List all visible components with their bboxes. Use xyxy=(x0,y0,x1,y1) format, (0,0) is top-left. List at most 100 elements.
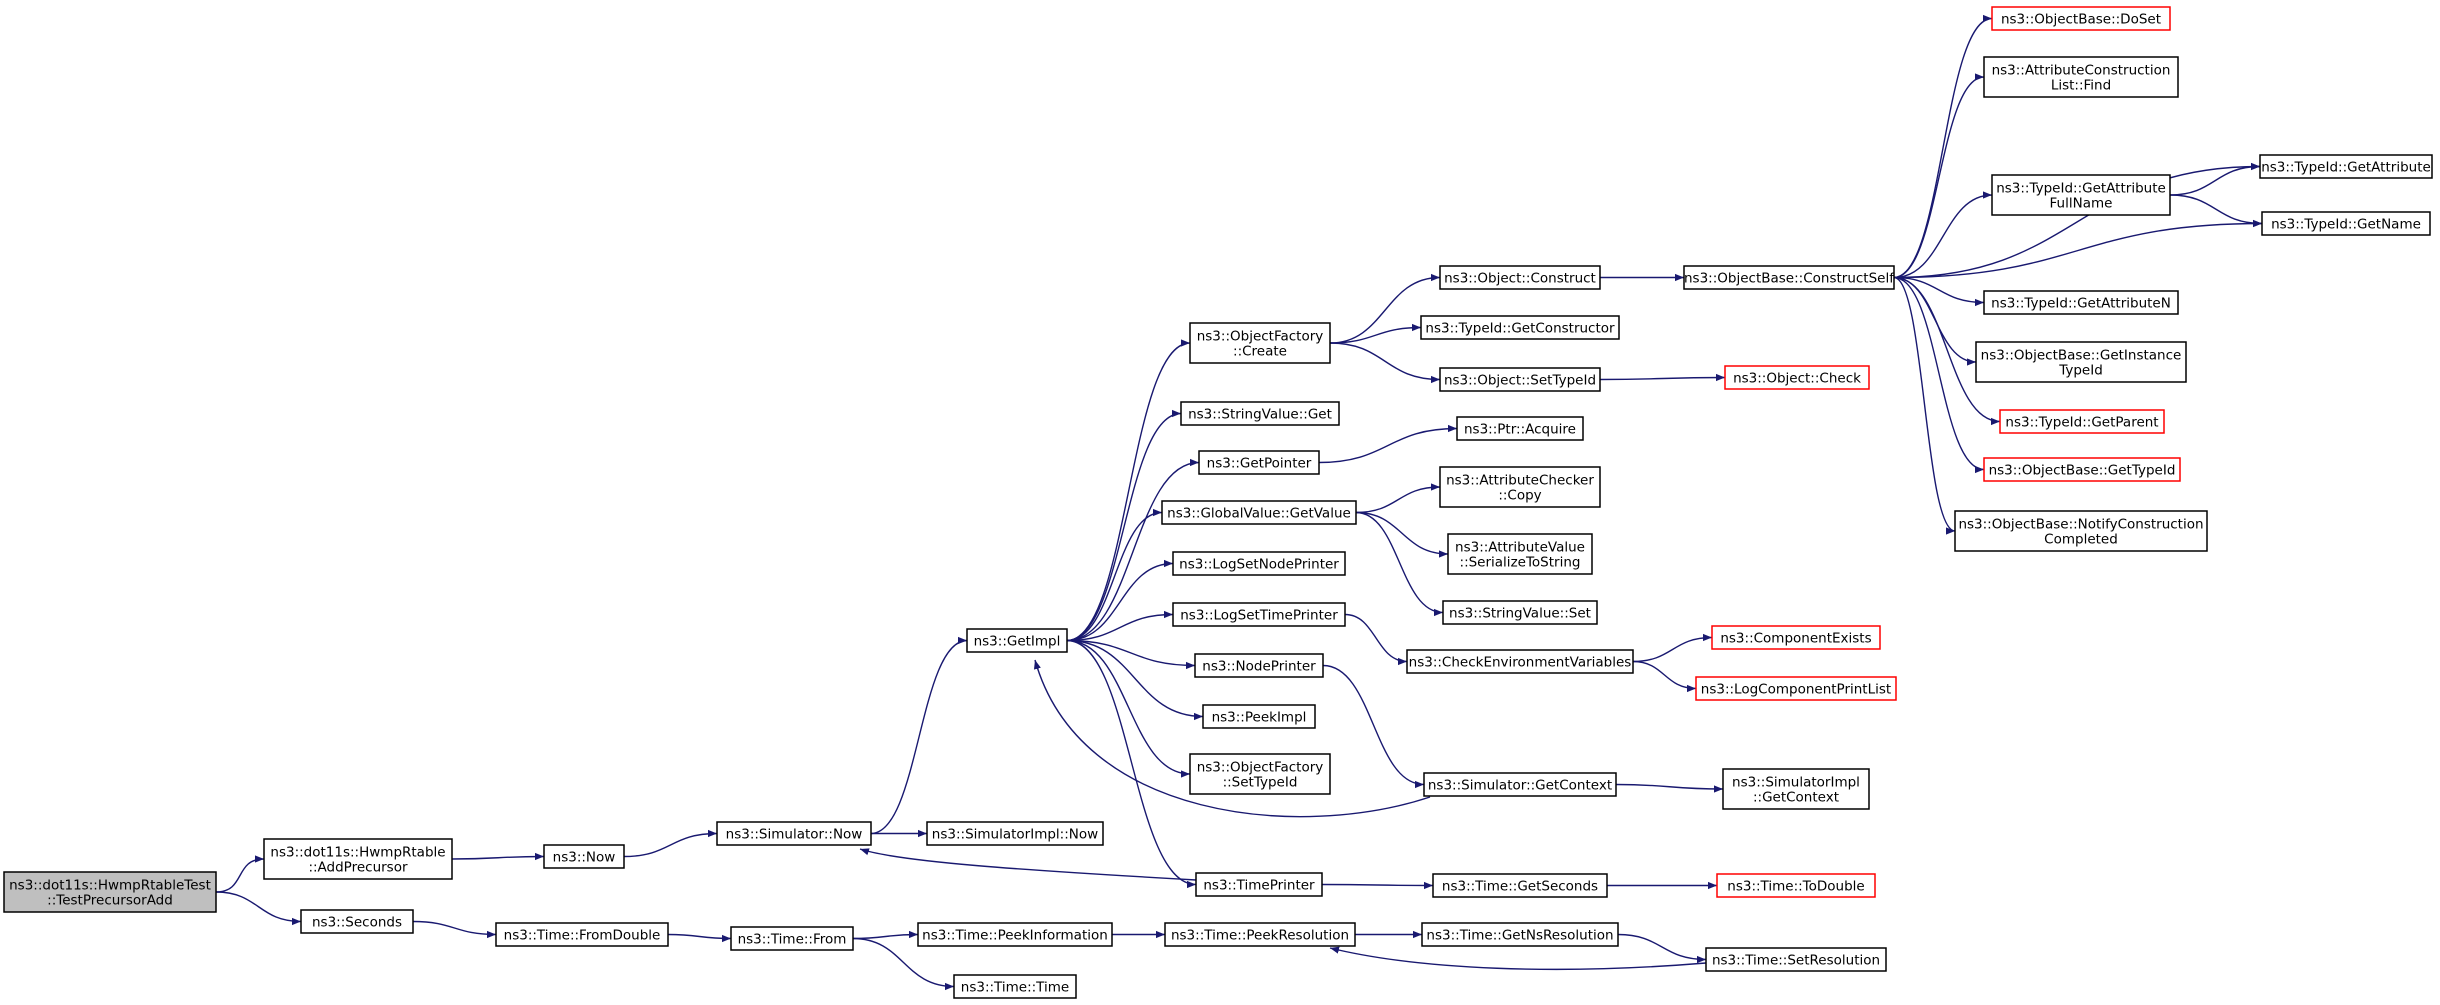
node-label: ns3::Time::From xyxy=(738,932,847,948)
node-objfactset[interactable]: ns3::ObjectFactory::SetTypeId xyxy=(1189,753,1331,795)
node-logcomplist[interactable]: ns3::LogComponentPrintList xyxy=(1695,676,1897,701)
node-objbasecs[interactable]: ns3::ObjectBase::ConstructSelf xyxy=(1683,265,1895,290)
node-strvalget[interactable]: ns3::StringValue::Get xyxy=(1180,401,1340,426)
node-label: ::SerializeToString xyxy=(1460,555,1581,571)
node-label: ns3::Time::ToDouble xyxy=(1727,879,1864,895)
node-objsettypeid[interactable]: ns3::Object::SetTypeId xyxy=(1439,367,1601,392)
node-timetime[interactable]: ns3::Time::Time xyxy=(953,974,1077,999)
node-label: ns3::PeekImpl xyxy=(1212,710,1307,726)
node-label: ns3::SimulatorImpl::Now xyxy=(932,827,1098,843)
node-todouble[interactable]: ns3::Time::ToDouble xyxy=(1716,873,1876,898)
node-label: TypeId xyxy=(2058,363,2103,379)
node-now[interactable]: ns3::Now xyxy=(543,844,625,869)
node-compexists[interactable]: ns3::ComponentExists xyxy=(1711,625,1881,650)
edge-objbasecs-to-getattrfull xyxy=(1893,191,1993,279)
node-strvalset[interactable]: ns3::StringValue::Set xyxy=(1442,600,1598,625)
edge-globalget-to-attrcheckcopy xyxy=(1355,483,1441,514)
node-attrvalser[interactable]: ns3::AttributeValue::SerializeToString xyxy=(1447,533,1593,575)
node-box xyxy=(1195,872,1323,897)
node-box xyxy=(495,922,669,947)
node-label: ns3::TypeId::GetAttribute xyxy=(1996,181,2166,197)
node-simimplnow[interactable]: ns3::SimulatorImpl::Now xyxy=(926,821,1104,846)
node-box xyxy=(1711,625,1881,650)
node-box xyxy=(1983,457,2181,482)
node-simimplctx[interactable]: ns3::SimulatorImpl::GetContext xyxy=(1722,768,1870,810)
node-getname[interactable]: ns3::TypeId::GetName xyxy=(2261,211,2431,236)
node-peekinfo[interactable]: ns3::Time::PeekInformation xyxy=(917,922,1113,947)
node-label: ns3::ObjectBase::GetInstance xyxy=(1981,348,2182,364)
node-box xyxy=(1456,416,1584,441)
node-addprec[interactable]: ns3::dot11s::HwmpRtable::AddPrecursor xyxy=(263,838,453,880)
node-box xyxy=(1202,704,1316,729)
edge-simgetctx-to-getimpl xyxy=(1033,659,1431,818)
node-simnow[interactable]: ns3::Simulator::Now xyxy=(716,821,872,846)
node-getconstructor[interactable]: ns3::TypeId::GetConstructor xyxy=(1420,315,1620,340)
node-label: ns3::Object::Check xyxy=(1733,371,1861,387)
node-label: ns3::NodePrinter xyxy=(1202,659,1316,675)
node-logsettime[interactable]: ns3::LogSetTimePrinter xyxy=(1172,602,1346,627)
node-box xyxy=(1432,873,1608,898)
node-box xyxy=(926,821,1104,846)
node-label: ns3::GetImpl xyxy=(974,634,1061,650)
node-label: ns3::Seconds xyxy=(312,915,402,931)
node-box xyxy=(1406,649,1634,674)
node-label: ns3::TypeId::GetAttribute xyxy=(2261,160,2431,176)
node-box xyxy=(1161,500,1357,525)
node-globalget[interactable]: ns3::GlobalValue::GetValue xyxy=(1161,500,1357,525)
node-timefrom[interactable]: ns3::Time::From xyxy=(730,926,854,951)
node-fromdouble[interactable]: ns3::Time::FromDouble xyxy=(495,922,669,947)
node-box xyxy=(1189,322,1331,364)
node-box xyxy=(1180,401,1340,426)
node-box xyxy=(1716,873,1876,898)
node-label: ns3::ObjectFactory xyxy=(1197,329,1324,345)
node-objgettypeid[interactable]: ns3::ObjectBase::GetTypeId xyxy=(1983,457,2181,482)
node-label: ns3::GetPointer xyxy=(1207,456,1312,472)
node-label: ns3::Time::FromDouble xyxy=(504,928,661,944)
node-label: ns3::TypeId::GetConstructor xyxy=(1425,321,1615,337)
node-label: ns3::AttributeConstruction xyxy=(1992,63,2171,79)
node-ptracquire[interactable]: ns3::Ptr::Acquire xyxy=(1456,416,1584,441)
node-label: ns3::ObjectBase::ConstructSelf xyxy=(1684,271,1895,287)
node-peekres[interactable]: ns3::Time::PeekResolution xyxy=(1164,922,1356,947)
node-nodeprinter[interactable]: ns3::NodePrinter xyxy=(1194,653,1324,678)
edge-checkenv-to-logcomplist xyxy=(1632,660,1697,693)
node-logsetnode[interactable]: ns3::LogSetNodePrinter xyxy=(1172,551,1346,576)
node-getseconds[interactable]: ns3::Time::GetSeconds xyxy=(1432,873,1608,898)
node-root[interactable]: ns3::dot11s::HwmpRtableTest::TestPrecurs… xyxy=(3,871,217,913)
node-attrcheckcopy[interactable]: ns3::AttributeChecker::Copy xyxy=(1439,466,1601,508)
node-label: ::AddPrecursor xyxy=(308,860,408,876)
node-objconstruct[interactable]: ns3::Object::Construct xyxy=(1439,265,1601,290)
node-label: ::TestPrecursorAdd xyxy=(47,893,173,909)
edge-getimpl-to-globalget xyxy=(1066,508,1163,642)
node-peekimpl[interactable]: ns3::PeekImpl xyxy=(1202,704,1316,729)
node-label: ::Create xyxy=(1233,344,1287,360)
node-simgetctx[interactable]: ns3::Simulator::GetContext xyxy=(1423,772,1617,797)
node-getpointer[interactable]: ns3::GetPointer xyxy=(1198,450,1320,475)
node-getattribute[interactable]: ns3::TypeId::GetAttribute xyxy=(2259,154,2433,179)
node-getattrn[interactable]: ns3::TypeId::GetAttributeN xyxy=(1983,290,2179,315)
node-notifycons[interactable]: ns3::ObjectBase::NotifyConstructionCompl… xyxy=(1954,510,2208,552)
node-getparent[interactable]: ns3::TypeId::GetParent xyxy=(1999,409,2165,434)
node-seconds[interactable]: ns3::Seconds xyxy=(300,909,414,934)
node-label: ns3::ComponentExists xyxy=(1720,631,1871,647)
node-getnsres[interactable]: ns3::Time::GetNsResolution xyxy=(1421,922,1619,947)
nodes-layer: ns3::dot11s::HwmpRtableTest::TestPrecurs… xyxy=(3,6,2433,999)
node-checkenv[interactable]: ns3::CheckEnvironmentVariables xyxy=(1406,649,1634,674)
node-label: ::GetContext xyxy=(1753,790,1839,806)
node-getimpl[interactable]: ns3::GetImpl xyxy=(966,628,1068,653)
node-doset[interactable]: ns3::ObjectBase::DoSet xyxy=(1991,6,2171,31)
node-setres[interactable]: ns3::Time::SetResolution xyxy=(1705,947,1887,972)
edge-root-to-seconds xyxy=(215,891,302,926)
node-label: ns3::AttributeChecker xyxy=(1446,473,1594,489)
node-label: ns3::Time::SetResolution xyxy=(1712,953,1880,969)
node-box xyxy=(1189,753,1331,795)
node-timeprinter[interactable]: ns3::TimePrinter xyxy=(1195,872,1323,897)
edge-objbasecs-to-notifycons xyxy=(1893,276,1956,535)
node-objcheck[interactable]: ns3::Object::Check xyxy=(1724,365,1870,390)
node-objfactcreate[interactable]: ns3::ObjectFactory::Create xyxy=(1189,322,1331,364)
node-box xyxy=(1954,510,2208,552)
node-label: ns3::StringValue::Set xyxy=(1449,606,1591,622)
